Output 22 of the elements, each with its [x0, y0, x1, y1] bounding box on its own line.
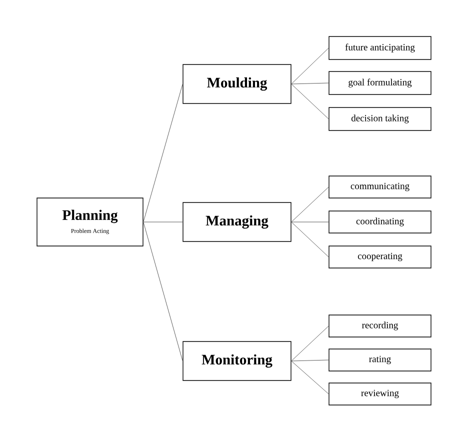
category-box: Managing — [182, 202, 292, 242]
activity-box: future anticipating — [328, 36, 432, 60]
connector-line — [143, 84, 183, 222]
connector-line — [291, 326, 329, 362]
category-box: Monitoring — [182, 341, 292, 381]
activity-box: communicating — [328, 176, 432, 198]
connector-line — [291, 222, 329, 258]
connector-line — [291, 360, 329, 362]
activity-box: reviewing — [328, 382, 432, 406]
connector-line — [291, 84, 329, 120]
activity-box: rating — [328, 348, 432, 372]
category-box: Moulding — [182, 64, 292, 104]
activity-box: recording — [328, 314, 432, 338]
connector-line — [291, 82, 329, 84]
connector-line — [143, 222, 183, 362]
activity-box: cooperating — [328, 246, 432, 268]
connector-line — [291, 48, 329, 84]
activity-box: decision taking — [328, 107, 432, 131]
connector-line — [291, 360, 329, 394]
connector-line — [291, 186, 329, 222]
activity-box: coordinating — [328, 210, 432, 234]
activity-box: goal formulating — [328, 71, 432, 95]
